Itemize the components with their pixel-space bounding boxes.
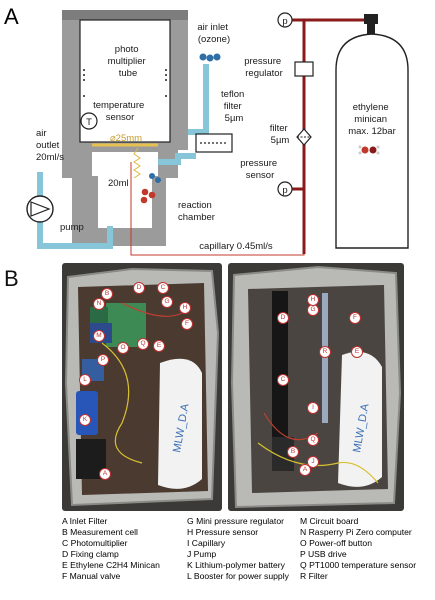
photo-marker-c: C — [277, 374, 289, 386]
photo-marker-j: J — [307, 456, 319, 468]
legend-item: P USB drive — [300, 549, 347, 560]
photo-marker-n: N — [93, 298, 105, 310]
inlet-pipe — [188, 64, 209, 135]
temperature-symbol: T — [86, 117, 92, 128]
photo-marker-o: O — [117, 342, 129, 354]
minican-label: ethylene minican max. 12bar — [348, 102, 396, 137]
photo-marker-r: R — [319, 346, 331, 358]
capillary-label: capillary 0.45ml/s — [199, 241, 273, 252]
legend-column-1: A Inlet Filter B Measurement cell C Phot… — [62, 516, 160, 583]
legend-item: R Filter — [300, 571, 328, 582]
legend-item: E Ethylene C2H4 Minican — [62, 560, 160, 571]
photo-marker-a: A — [99, 468, 111, 480]
legend-item: B Measurement cell — [62, 527, 138, 538]
panel-b-letter: B — [4, 266, 19, 291]
gas-line — [300, 18, 374, 30]
pressure-sensor-icon — [277, 181, 293, 197]
pressure-sensor-label: pressure sensor — [240, 158, 280, 181]
minican-valve — [364, 14, 378, 24]
pmt-dots — [83, 69, 167, 97]
photo-marker-b: B — [287, 446, 299, 458]
legend-item: G Mini pressure regulator — [187, 516, 284, 526]
photo-marker-f: F — [181, 318, 193, 330]
legend-item: A Inlet Filter — [62, 516, 108, 526]
photo-marker-d: D — [277, 312, 289, 324]
photo-marker-c: C — [157, 282, 169, 294]
pump-return-pipe — [37, 222, 113, 249]
photo-marker-h: H — [179, 302, 191, 314]
chamber-inlet-pipe — [158, 153, 196, 165]
legend-item: C Photomultiplier — [62, 538, 128, 549]
photo-marker-q: Q — [307, 434, 319, 446]
reaction-chamber-label: reaction chamber — [178, 200, 215, 223]
legend-item: F Manual valve — [62, 571, 121, 582]
photo-marker-i: I — [307, 402, 319, 414]
legend-item: K Lithium-polymer battery — [187, 560, 285, 571]
photo-marker-m: M — [93, 330, 105, 342]
legend-column-3: M Circuit board N Rasperry Pi Zero compu… — [300, 516, 416, 583]
pump-label: pump — [60, 222, 84, 233]
legend-item: N Rasperry Pi Zero computer — [300, 527, 412, 538]
teflon-filter-label: teflon filter 5µm — [221, 89, 247, 124]
chamber-volume-label: 20ml — [108, 178, 129, 189]
panel-a-letter: A — [4, 4, 19, 29]
pump-triangle — [30, 201, 51, 217]
legend-item: L Booster for power supply — [187, 571, 289, 582]
ethylene-molecule-icon — [358, 145, 380, 155]
pressure-regulator — [294, 61, 314, 77]
photo-marker-q: Q — [137, 338, 149, 350]
photo-marker-d: D — [133, 282, 145, 294]
gauge-symbol-sensor: p — [282, 185, 287, 196]
legend-column-2: G Mini pressure regulator H Pressure sen… — [187, 516, 289, 583]
pmt-label: photo multiplier tube — [108, 44, 149, 79]
photo-marker-l: L — [79, 374, 91, 386]
gauge-symbol-top: p — [282, 16, 287, 27]
chamber-molecules-icon — [140, 173, 161, 204]
legend-item: J Pump — [187, 549, 217, 560]
photo-marker-e: E — [351, 346, 363, 358]
legend-item: D Fixing clamp — [62, 549, 119, 560]
pressure-regulator-label: pressure regulator — [244, 56, 284, 79]
panel-a-diagram: A photo multiplier tube T temperature se… — [4, 4, 409, 256]
temperature-sensor-icon — [80, 112, 98, 130]
photo-marker-h: H — [307, 294, 319, 306]
legend-item: M Circuit board — [300, 516, 359, 526]
gas-filter-label: filter 5µm — [270, 123, 291, 146]
ethylene-minican — [335, 33, 409, 249]
photo-marker-f: F — [349, 312, 361, 324]
detector-housing — [62, 10, 188, 246]
minican-valve-stem — [367, 24, 375, 34]
housing-top-cap — [62, 10, 188, 20]
air-outlet-label: air outlet 20ml/s — [36, 128, 64, 163]
photo-marker-e: E — [153, 340, 165, 352]
diameter-label: ⌀25mm — [110, 133, 142, 144]
capillary-coil — [133, 147, 141, 179]
pressure-gauge-top-icon — [277, 12, 293, 28]
temperature-sensor-label: temperature sensor — [93, 100, 147, 123]
photo-marker-g: G — [161, 296, 173, 308]
legend-item: H Pressure sensor — [187, 527, 259, 538]
air-inlet-label: air inlet (ozone) — [197, 22, 230, 45]
photo-marker-b: B — [101, 288, 113, 300]
photo-marker-a: A — [299, 464, 311, 476]
legend-item: Q PT1000 temperature sensor — [300, 560, 417, 571]
photo-marker-p: P — [97, 354, 109, 366]
legend-item: O Power-off button — [300, 538, 372, 549]
legend-item: I Capillary — [187, 538, 226, 549]
ozone-molecule-icon — [199, 53, 221, 62]
photo-marker-k: K — [79, 414, 91, 426]
